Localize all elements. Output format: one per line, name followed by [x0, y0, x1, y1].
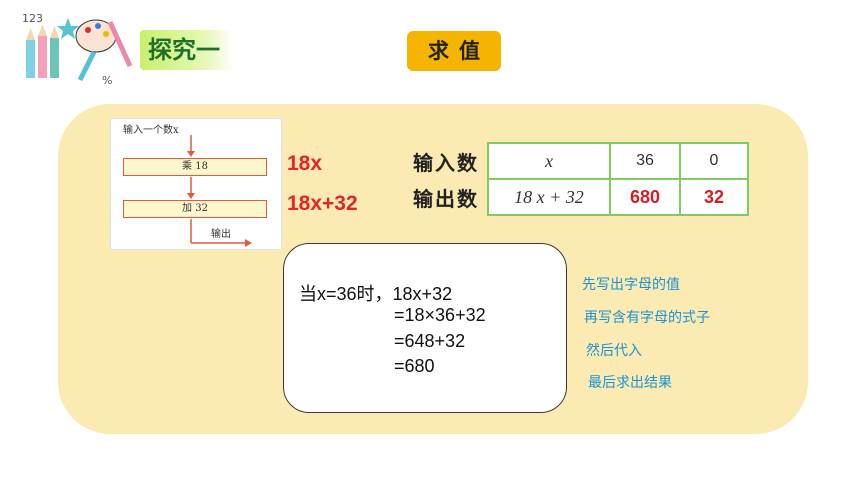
row-header-input: 输入数	[413, 152, 479, 175]
section-title: 探究一	[140, 30, 234, 70]
step-4: 最后求出结果	[588, 375, 672, 391]
calc-line-2: =18×36+32	[394, 305, 486, 325]
step-2: 再写含有字母的式子	[584, 310, 710, 326]
logo: 123 %	[18, 8, 138, 88]
flow-arrows	[187, 135, 252, 247]
flow-output-label: 输出	[211, 229, 231, 240]
calc-line-1: 当x=36时，18x+32	[299, 284, 453, 304]
table-cell: 32	[679, 178, 749, 216]
expression-step1: 18x	[287, 152, 323, 175]
step-1: 先写出字母的值	[582, 277, 680, 293]
calculation-card: 当x=36时，18x+32 =18×36+32 =648+32 =680	[283, 243, 567, 413]
topic-badge: 求值	[407, 31, 501, 71]
table-cell: 18 x + 32	[487, 178, 611, 216]
table-cell: 36	[609, 142, 681, 180]
table-cell: 0	[679, 142, 749, 180]
flowchart: 输入一个数x 乘 18 加 32 输出	[110, 118, 282, 250]
calc-line-4: =680	[394, 356, 435, 376]
flow-step-multiply: 乘 18	[123, 158, 267, 176]
logo-percent: %	[102, 74, 112, 87]
table-cell: 680	[609, 178, 681, 216]
calc-line-3: =648+32	[394, 331, 466, 351]
table-cell: x	[487, 142, 611, 180]
value-table: 输入数 x 36 0 输出数 18 x + 32 680 32	[405, 142, 749, 216]
pencils-icon: 123 %	[22, 12, 133, 87]
table-row: 输入数 x 36 0	[405, 142, 749, 180]
table-row: 输出数 18 x + 32 680 32	[405, 178, 749, 216]
row-header-output: 输出数	[413, 188, 479, 211]
logo-numbers: 123	[22, 12, 43, 25]
flow-input-label: 输入一个数x	[123, 125, 179, 136]
expression-step2: 18x+32	[287, 192, 358, 215]
step-3: 然后代入	[586, 343, 642, 359]
flow-step-add: 加 32	[123, 200, 267, 218]
